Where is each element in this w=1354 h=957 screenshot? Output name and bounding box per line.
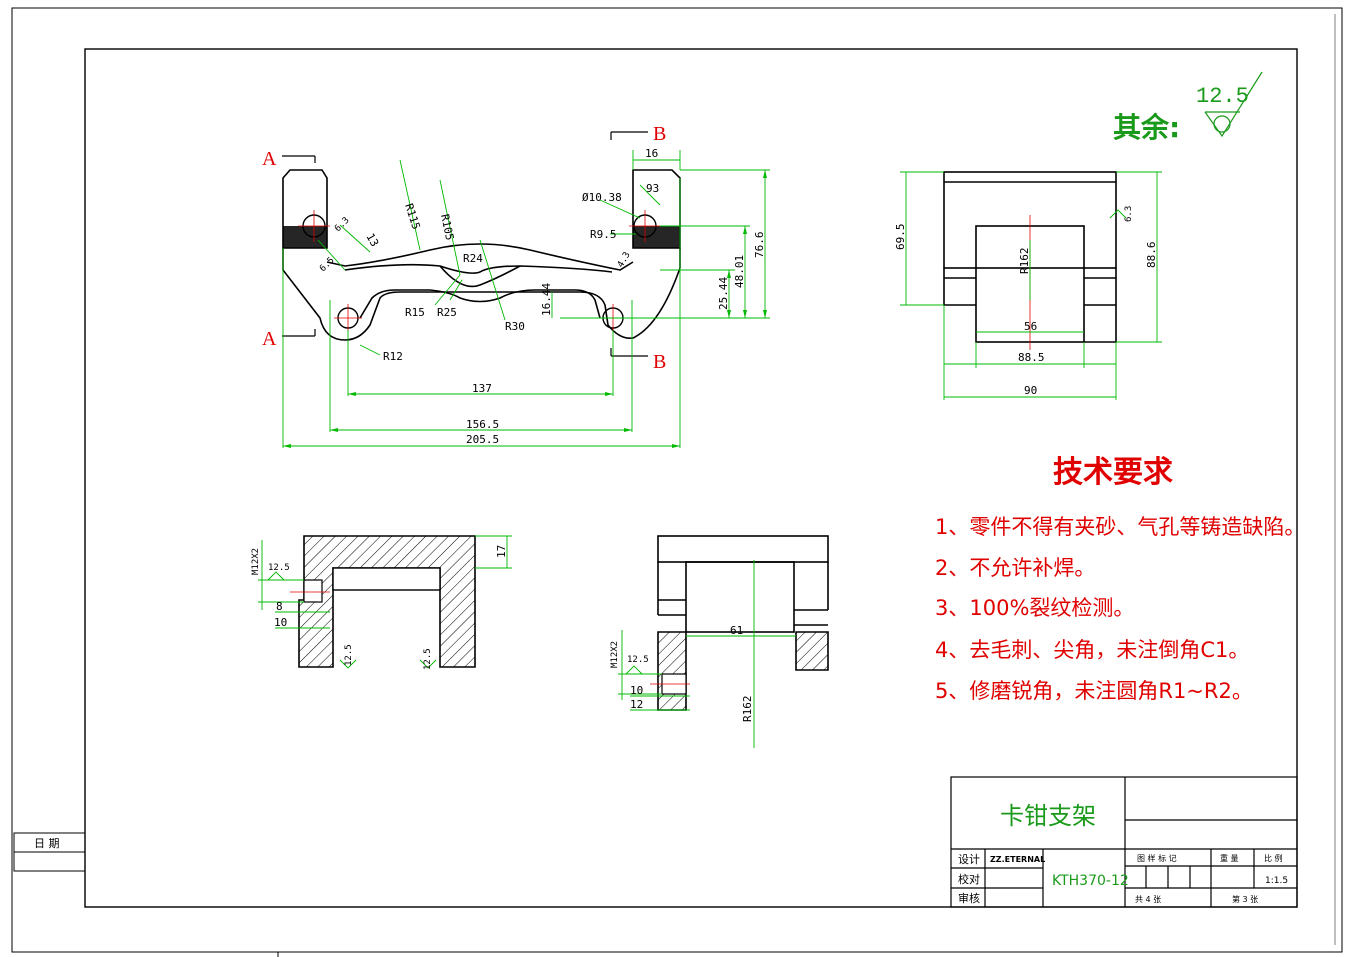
dim-r162-side: R162 [1018, 248, 1031, 275]
label-check: 校对 [958, 872, 980, 886]
dim-r15: R15 [405, 306, 425, 319]
rough-a-2: 12.5 [344, 644, 354, 666]
dim-766: 76.6 [753, 232, 766, 259]
front-view: A A B B [262, 123, 770, 448]
section-mark-a-top: A [262, 148, 277, 170]
dim-63a: 6.3 [333, 216, 352, 235]
dim-r24: R24 [463, 252, 483, 265]
dim-885: 88.5 [1018, 351, 1045, 364]
dim-2055: 205.5 [466, 433, 499, 446]
dim-137: 137 [472, 382, 492, 395]
dim-17: 17 [495, 545, 508, 558]
dim-2544: 25.44 [717, 277, 730, 310]
dim-m12-b: M12X2 [610, 641, 620, 668]
dim-90: 90 [1024, 384, 1037, 397]
section-mark-b-top: B [653, 123, 666, 145]
dim-r115: R115 [402, 202, 423, 231]
header-weight: 重 量 [1220, 853, 1239, 863]
dim-10-b: 10 [630, 684, 643, 697]
dim-1565: 156.5 [466, 418, 499, 431]
dim-r30: R30 [505, 320, 525, 333]
rough-a-3: 12.5 [423, 648, 433, 670]
dim-695: 69.5 [894, 224, 907, 251]
tech-item-5: 5、修磨锐角，未注圆角R1~R2。 [935, 679, 1253, 703]
dim-dia: Ø10.38 [582, 191, 622, 204]
rough-a-1: 12.5 [268, 563, 290, 573]
section-mark-b-bottom: B [653, 351, 666, 373]
roughness-note: 其余: 12.5 [1113, 71, 1263, 144]
left-strip: 日 期 [13, 832, 86, 872]
title-block: 卡钳支架 设计 校对 审核 ZZ.ETERNAL KTH370-12 图 样 标… [950, 776, 1298, 908]
dim-13: 13 [363, 231, 381, 249]
section-mark-a-bottom: A [262, 328, 277, 350]
dim-16: 16 [645, 147, 658, 160]
dim-56: 56 [1024, 320, 1037, 333]
header-scale: 比 例 [1264, 853, 1283, 863]
tech-item-1: 1、零件不得有夹砂、气孔等铸造缺陷。 [935, 515, 1305, 539]
dim-r12: R12 [383, 350, 403, 363]
tech-title: 技术要求 [1053, 455, 1173, 490]
sheet-total: 共 4 张 [1135, 895, 1161, 904]
dim-1644: 16.44 [540, 283, 553, 316]
roughness-value: 12.5 [1196, 84, 1249, 109]
label-design: 设计 [958, 853, 980, 866]
tech-item-3: 3、100%裂纹检测。 [935, 596, 1134, 620]
inner-border [84, 48, 1298, 908]
tech-item-4: 4、去毛刺、尖角，未注倒角C1。 [935, 638, 1249, 662]
dim-886: 88.6 [1145, 242, 1158, 269]
section-b: M12X2 12.5 10 12 61 R162 [610, 535, 829, 748]
dim-r95: R9.5 [590, 228, 617, 241]
header-mark: 图 样 标 记 [1137, 853, 1177, 863]
dim-10-a: 10 [274, 616, 287, 629]
dim-63-side: 6.3 [1124, 206, 1134, 222]
roughness-label: 其余: [1113, 111, 1180, 144]
scale-value: 1:1.5 [1265, 876, 1288, 886]
dim-8: 8 [276, 600, 283, 613]
dim-65: 6.5 [318, 256, 337, 275]
dim-61: 61 [730, 624, 743, 637]
tech-requirements: 技术要求 1、零件不得有夹砂、气孔等铸造缺陷。 2、不允许补焊。 3、100%裂… [935, 455, 1305, 703]
date-label: 日 期 [34, 837, 60, 850]
section-a: M12X2 12.5 8 10 17 12.5 12.5 [251, 535, 512, 670]
dim-r105: R105 [438, 213, 456, 242]
dim-4801: 48.01 [733, 255, 746, 288]
drawing-number: KTH370-12 [1052, 873, 1129, 889]
sheet-current: 第 3 张 [1232, 894, 1258, 904]
dim-12-b: 12 [630, 698, 643, 711]
rough-b: 12.5 [627, 655, 649, 665]
designer-name: ZZ.ETERNAL [990, 855, 1045, 864]
dim-r162-b: R162 [741, 696, 754, 723]
dim-43: 4.3 [616, 250, 633, 269]
dim-m12-a: M12X2 [251, 548, 261, 575]
dim-r25: R25 [437, 306, 457, 319]
part-name: 卡钳支架 [1000, 802, 1096, 830]
side-view: 69.5 R162 88.6 56 88.5 90 6.3 [894, 171, 1162, 400]
label-review: 审核 [958, 891, 980, 905]
outer-border [11, 7, 1343, 953]
dim-93: 93 [646, 182, 659, 195]
tech-item-2: 2、不允许补焊。 [935, 556, 1095, 580]
